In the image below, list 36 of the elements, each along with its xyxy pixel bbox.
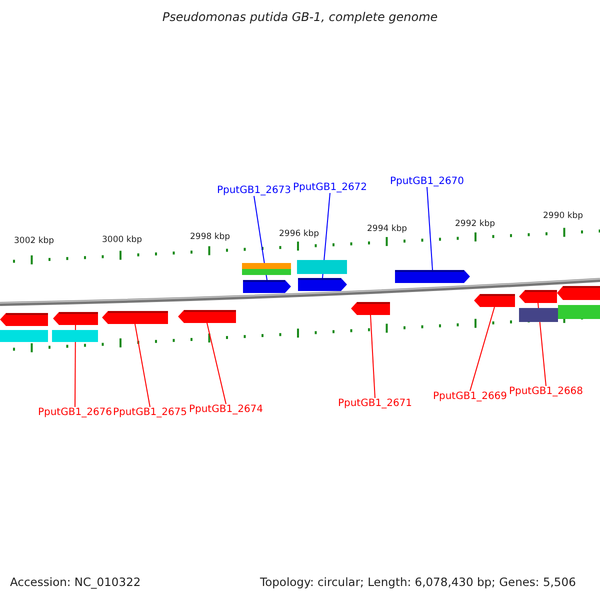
scale-label: 2996 kbp (279, 229, 320, 239)
gene-label: PputGB1_2672 (292, 182, 368, 193)
gene-feature (0, 313, 48, 326)
leader-line (370, 314, 376, 398)
gene-feature (351, 302, 390, 315)
gene-feature (298, 278, 347, 291)
gene-label: PputGB1_2671 (338, 398, 412, 409)
scale-label: 3000 kbp (102, 235, 142, 245)
leader-line (134, 324, 150, 408)
gene-feature (474, 294, 515, 307)
gene-label: PputGB1_2676 (38, 407, 112, 418)
gene-feature (53, 312, 98, 325)
footer-text: Accession: NC_010322 (10, 575, 141, 589)
leader-line (206, 322, 226, 404)
gene-feature (243, 280, 291, 293)
scale-label: 2994 kbp (367, 224, 408, 234)
gene-label: PputGB1_2668 (508, 386, 584, 397)
gene-label: PputGB1_2674 (188, 404, 264, 415)
gene-feature (557, 286, 600, 300)
gene-label: PputGB1_2673 (216, 185, 292, 196)
gene-feature (178, 310, 236, 323)
scale-label: 2998 kbp (190, 232, 230, 242)
gene-feature (395, 270, 470, 283)
scale-label: 3002 kbp (14, 236, 54, 246)
gene-feature (519, 290, 557, 303)
scale-label: 2990 kbp (543, 211, 584, 221)
gene-label: PputGB1_2670 (390, 176, 464, 187)
gene-label: PputGB1_2675 (112, 407, 188, 418)
gene-feature (102, 311, 168, 324)
title: Pseudomonas putida GB-1, complete genome (161, 10, 439, 24)
footer-text: Topology: circular; Length: 6,078,430 bp; Genes: 5,506 (260, 575, 576, 589)
leader-line (254, 196, 268, 280)
scale-label: 2992 kbp (455, 219, 496, 229)
leader-line (426, 186, 433, 270)
leader-line (470, 306, 495, 392)
gene-label: PputGB1_2669 (432, 391, 508, 402)
